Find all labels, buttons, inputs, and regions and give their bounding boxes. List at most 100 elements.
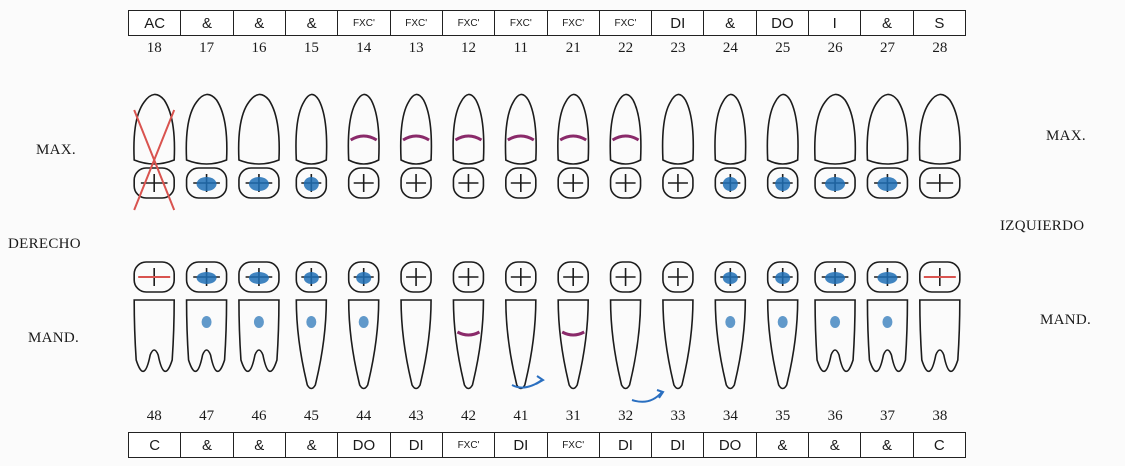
lower-restoration-root-37 <box>882 316 892 328</box>
upper-caries-line-21 <box>560 136 586 140</box>
mand-tooth-number-12: 35 <box>757 408 809 428</box>
upper-tooth-21 <box>558 94 589 164</box>
mand-tooth-number-5: 43 <box>390 408 442 428</box>
upper-tooth-23 <box>663 94 694 164</box>
mand-tooth-number-10: 33 <box>652 408 704 428</box>
lower-restoration-37 <box>877 272 897 284</box>
upper-fissure-12 <box>458 174 478 192</box>
lower-restoration-root-44 <box>359 316 369 328</box>
upper-caries-line-22 <box>613 136 639 140</box>
lower-restoration-47 <box>197 272 217 284</box>
upper-fissure-22 <box>616 174 636 192</box>
mand-tooth-number-15: 38 <box>914 408 966 428</box>
upper-caries-line-11 <box>508 136 534 140</box>
mand-code-cell-3: & <box>286 433 338 457</box>
lower-fissure-42 <box>458 268 478 286</box>
upper-tooth-27 <box>867 94 908 164</box>
mand-code-cell-6: FXC' <box>443 433 495 457</box>
upper-tooth-12 <box>453 94 484 164</box>
lower-restoration-36 <box>825 272 845 284</box>
mand-code-cell-1: & <box>181 433 233 457</box>
upper-tooth-15 <box>296 94 327 164</box>
upper-tooth-16 <box>239 94 280 164</box>
mand-code-cell-8: FXC' <box>548 433 600 457</box>
upper-restoration-17 <box>197 177 217 191</box>
lower-tooth-37 <box>867 300 907 371</box>
upper-tooth-25 <box>767 94 798 164</box>
upper-tooth-18 <box>134 94 175 164</box>
upper-tooth-26 <box>815 94 856 164</box>
drift-arrow-41-head <box>536 376 543 384</box>
mand-tooth-number-8: 31 <box>547 408 599 428</box>
lower-tooth-34 <box>715 300 745 389</box>
upper-tooth-11 <box>505 94 536 164</box>
lower-tooth-43 <box>401 300 431 389</box>
drift-arrow-33 <box>632 392 662 402</box>
lower-restoration-35 <box>775 272 790 284</box>
mand-code-cell-2: & <box>234 433 286 457</box>
lower-tooth-38 <box>920 300 960 371</box>
upper-tooth-17 <box>186 94 227 164</box>
lower-restoration-root-34 <box>725 316 735 328</box>
mand-code-cell-13: & <box>809 433 861 457</box>
lower-tooth-36 <box>815 300 855 371</box>
mand-tooth-number-0: 48 <box>128 408 180 428</box>
lower-restoration-46 <box>249 272 269 284</box>
mand-tooth-number-4: 44 <box>338 408 390 428</box>
lower-tooth-46 <box>239 300 279 371</box>
upper-fissure-21 <box>563 174 583 192</box>
lower-fissure-31 <box>563 268 583 286</box>
lower-tooth-41 <box>506 300 536 389</box>
upper-restoration-15 <box>304 177 319 191</box>
lower-tooth-32 <box>611 300 641 389</box>
lower-fissure-43 <box>406 268 426 286</box>
mand-tooth-number-2: 46 <box>233 408 285 428</box>
lower-restoration-44 <box>356 272 371 284</box>
mand-code-cell-7: DI <box>495 433 547 457</box>
lower-restoration-root-45 <box>306 316 316 328</box>
lower-fissure-33 <box>668 268 688 286</box>
upper-tooth-28 <box>920 94 961 164</box>
mandibular-numbers-row: 48474645444342413132333435363738 <box>128 408 966 428</box>
upper-restoration-16 <box>249 177 269 191</box>
lower-tooth-47 <box>187 300 227 371</box>
mand-tooth-number-1: 47 <box>180 408 232 428</box>
mand-tooth-number-11: 34 <box>704 408 756 428</box>
mand-code-cell-5: DI <box>391 433 443 457</box>
mand-tooth-number-6: 42 <box>442 408 494 428</box>
lower-restoration-root-36 <box>830 316 840 328</box>
mand-code-cell-0: C <box>129 433 181 457</box>
mand-tooth-number-14: 37 <box>861 408 913 428</box>
upper-fissure-11 <box>511 174 531 192</box>
mand-code-cell-9: DI <box>600 433 652 457</box>
lower-caries-line-42 <box>457 332 479 335</box>
mandibular-codes-row: C&&&DODIFXC'DIFXC'DIDIDO&&&C <box>128 432 966 458</box>
mand-code-cell-12: & <box>757 433 809 457</box>
upper-tooth-22 <box>610 94 641 164</box>
lower-fissure-32 <box>616 268 636 286</box>
extraction-mark-18 <box>134 110 174 210</box>
mand-code-cell-15: C <box>914 433 965 457</box>
lower-tooth-31 <box>558 300 588 389</box>
lower-restoration-root-47 <box>202 316 212 328</box>
mand-tooth-number-3: 45 <box>285 408 337 428</box>
upper-restoration-27 <box>877 177 897 191</box>
lower-tooth-35 <box>768 300 798 389</box>
mand-tooth-number-7: 41 <box>495 408 547 428</box>
mand-code-cell-11: DO <box>704 433 756 457</box>
lower-tooth-42 <box>453 300 483 389</box>
upper-tooth-14 <box>348 94 379 164</box>
lower-restoration-45 <box>304 272 319 284</box>
lower-tooth-44 <box>349 300 379 389</box>
upper-fissure-13 <box>406 174 426 192</box>
upper-fissure-23 <box>668 174 688 192</box>
upper-restoration-26 <box>825 177 845 191</box>
lower-tooth-48 <box>134 300 174 371</box>
mand-code-cell-10: DI <box>652 433 704 457</box>
upper-caries-line-14 <box>351 136 377 140</box>
upper-fissure-28 <box>926 174 953 192</box>
upper-tooth-13 <box>401 94 432 164</box>
upper-restoration-24 <box>723 177 738 191</box>
mand-code-cell-14: & <box>861 433 913 457</box>
lower-tooth-33 <box>663 300 693 389</box>
